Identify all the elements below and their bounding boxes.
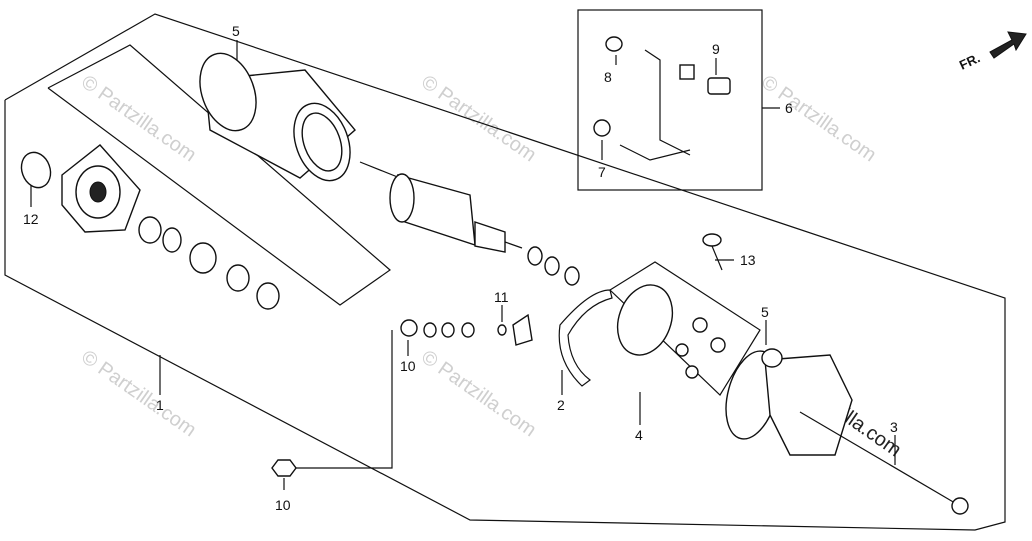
inner-group-outline — [47, 44, 391, 306]
harness-parts — [593, 36, 731, 161]
brush-holder-part — [558, 289, 613, 387]
nut-part — [271, 459, 297, 477]
callout-1: 1 — [156, 397, 164, 413]
watermark: © Partzilla.com — [417, 346, 540, 441]
front-direction-indicator: FR. — [957, 31, 1027, 73]
arrow-right-icon — [989, 31, 1027, 59]
callout-labels: 5 12 6 8 9 7 13 11 10 10 1 2 4 5 3 — [23, 23, 898, 513]
callout-6: 6 — [785, 100, 793, 116]
o-ring-part — [20, 151, 52, 189]
front-cover-part — [61, 144, 141, 233]
callout-5-lower: 5 — [761, 304, 769, 320]
watermark: © Partzilla.com — [417, 71, 540, 166]
rear-cover-part — [725, 348, 853, 456]
callout-10-lower: 10 — [275, 497, 291, 513]
callout-4: 4 — [635, 427, 643, 443]
callout-5-top: 5 — [232, 23, 240, 39]
callout-10-upper: 10 — [400, 358, 416, 374]
callout-8: 8 — [604, 69, 612, 85]
callout-9: 9 — [712, 41, 720, 57]
yoke-housing-part — [199, 52, 356, 182]
leader-lines — [30, 40, 896, 490]
watermark: © Partzilla.com — [757, 71, 880, 166]
armature-part — [359, 161, 580, 286]
callout-3: 3 — [890, 419, 898, 435]
front-direction-label: FR. — [957, 50, 982, 72]
bolt-part — [702, 233, 723, 271]
watermark: © Partzilla.com — [77, 346, 200, 441]
washer-part — [497, 324, 507, 336]
callout-12: 11 — [494, 289, 509, 305]
callout-7: 7 — [598, 164, 606, 180]
callout-11: 12 — [23, 211, 39, 227]
harness-kit-box — [577, 9, 763, 191]
assembly-outline — [4, 13, 1006, 531]
through-bolt-part — [799, 411, 969, 515]
brush-plate-box — [609, 261, 761, 396]
nut-washer-stack — [400, 313, 533, 346]
brush-plate-part — [616, 284, 726, 379]
bearing-washer-set — [138, 216, 280, 310]
callout-2: 2 — [557, 397, 565, 413]
callout-13: 13 — [740, 252, 756, 268]
